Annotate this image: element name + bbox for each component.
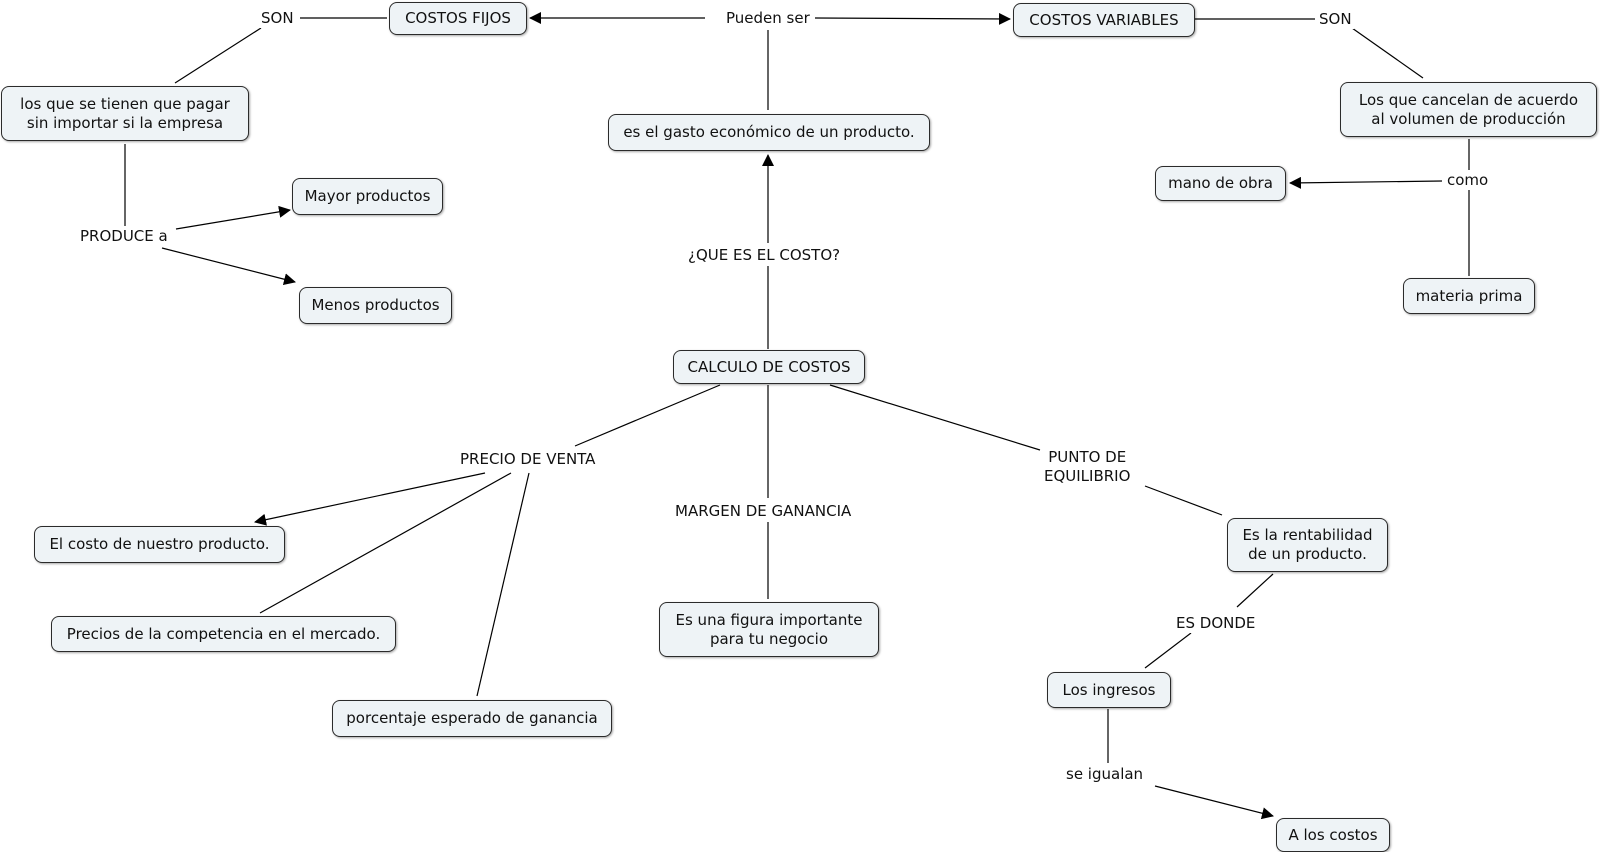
node-a-los-costos[interactable]: A los costos bbox=[1276, 818, 1390, 852]
link-label-son-variables: SON bbox=[1317, 10, 1354, 29]
node-costo-producto[interactable]: El costo de nuestro producto. bbox=[34, 526, 285, 563]
connector-calculo-to-precio-venta bbox=[574, 384, 721, 447]
node-precios-competencia[interactable]: Precios de la competencia en el mercado. bbox=[51, 616, 396, 652]
node-porcentaje-ganancia[interactable]: porcentaje esperado de ganancia bbox=[332, 700, 612, 737]
link-label-produce-a: PRODUCE a bbox=[78, 227, 170, 246]
node-definicion-costo[interactable]: es el gasto económico de un producto. bbox=[608, 114, 930, 151]
node-materia-prima[interactable]: materia prima bbox=[1403, 278, 1535, 314]
link-label-es-donde: ES DONDE bbox=[1174, 614, 1258, 633]
connector-calculo-to-punto-equilibrio bbox=[829, 384, 1041, 451]
connector-precio-to-porcentaje bbox=[476, 472, 530, 697]
node-figura-importante[interactable]: Es una figura importante para tu negocio bbox=[659, 602, 879, 657]
connector-produce-to-menos bbox=[161, 247, 296, 286]
connector-son-to-variables-definicion bbox=[1351, 27, 1424, 79]
connector-produce-to-mayor bbox=[175, 205, 291, 230]
connector-precio-to-costo-producto bbox=[254, 472, 486, 526]
connector-rentabilidad-to-es-donde bbox=[1236, 573, 1274, 608]
node-rentabilidad[interactable]: Es la rentabilidad de un producto. bbox=[1227, 518, 1388, 572]
connector-como-to-mano-de-obra bbox=[1289, 176, 1443, 189]
node-costos-variables[interactable]: COSTOS VARIABLES bbox=[1013, 3, 1195, 37]
connector-precio-to-competencia bbox=[259, 472, 512, 614]
connector-pueden-ser-to-costos-variables bbox=[814, 12, 1011, 25]
node-mano-de-obra[interactable]: mano de obra bbox=[1155, 166, 1286, 201]
link-label-margen-de-ganancia: MARGEN DE GANANCIA bbox=[673, 502, 854, 521]
link-label-son-fijos: SON bbox=[259, 9, 296, 28]
link-label-que-es-el-costo: ¿QUE ES EL COSTO? bbox=[686, 246, 843, 265]
connector-punto-to-rentabilidad bbox=[1144, 485, 1223, 516]
link-label-como: como bbox=[1445, 171, 1491, 190]
connector-son-to-fijos-definicion bbox=[174, 27, 262, 84]
node-menos-productos[interactable]: Menos productos bbox=[299, 287, 452, 324]
connector-se-igualan-to-a-los-costos bbox=[1154, 785, 1274, 820]
node-fijos-definicion[interactable]: los que se tienen que pagar sin importar… bbox=[1, 86, 249, 141]
link-label-precio-de-venta: PRECIO DE VENTA bbox=[458, 450, 598, 469]
link-label-pueden-ser: Pueden ser bbox=[724, 9, 812, 28]
node-los-ingresos[interactable]: Los ingresos bbox=[1047, 672, 1171, 708]
node-variables-definicion[interactable]: Los que cancelan de acuerdo al volumen d… bbox=[1340, 82, 1597, 137]
link-label-punto-de-equilibrio: PUNTO DE EQUILIBRIO bbox=[1042, 448, 1133, 486]
node-calculo-de-costos[interactable]: CALCULO DE COSTOS bbox=[673, 350, 865, 384]
connector-es-donde-to-ingresos bbox=[1144, 632, 1192, 669]
link-label-se-igualan: se igualan bbox=[1064, 765, 1146, 784]
node-costos-fijos[interactable]: COSTOS FIJOS bbox=[389, 2, 527, 35]
node-mayor-productos[interactable]: Mayor productos bbox=[292, 178, 443, 215]
